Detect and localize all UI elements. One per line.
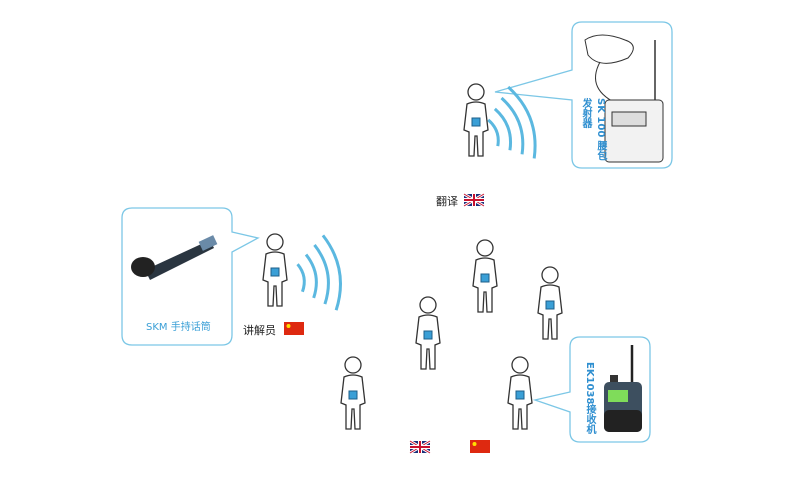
handheld-mic-label: SKM 手持话筒	[146, 322, 211, 333]
handheld-mic-image	[131, 235, 218, 280]
listener-figure	[537, 266, 563, 340]
listener-figure	[472, 239, 498, 313]
receiver-image	[604, 345, 642, 432]
china-flag-icon	[284, 322, 304, 335]
translator-figure	[463, 83, 489, 157]
receiver-label: EK1038接收机	[584, 362, 595, 435]
guide-label: 讲解员	[243, 324, 276, 337]
china-flag-icon	[470, 440, 490, 453]
handheld-mic-callout	[121, 207, 260, 346]
uk-flag-icon	[462, 192, 486, 208]
listener-figure	[507, 356, 533, 430]
translator-label: 翻译	[436, 195, 458, 208]
uk-flag-icon	[408, 439, 432, 455]
radio-wave-guide	[291, 232, 348, 317]
bodypack-transmitter-label: SK 100 腰包发射器	[580, 98, 606, 161]
listener-figure	[415, 296, 441, 370]
listener-figure	[340, 356, 366, 430]
guide-figure	[262, 233, 288, 307]
bodypack-transmitter-image	[584, 34, 664, 163]
